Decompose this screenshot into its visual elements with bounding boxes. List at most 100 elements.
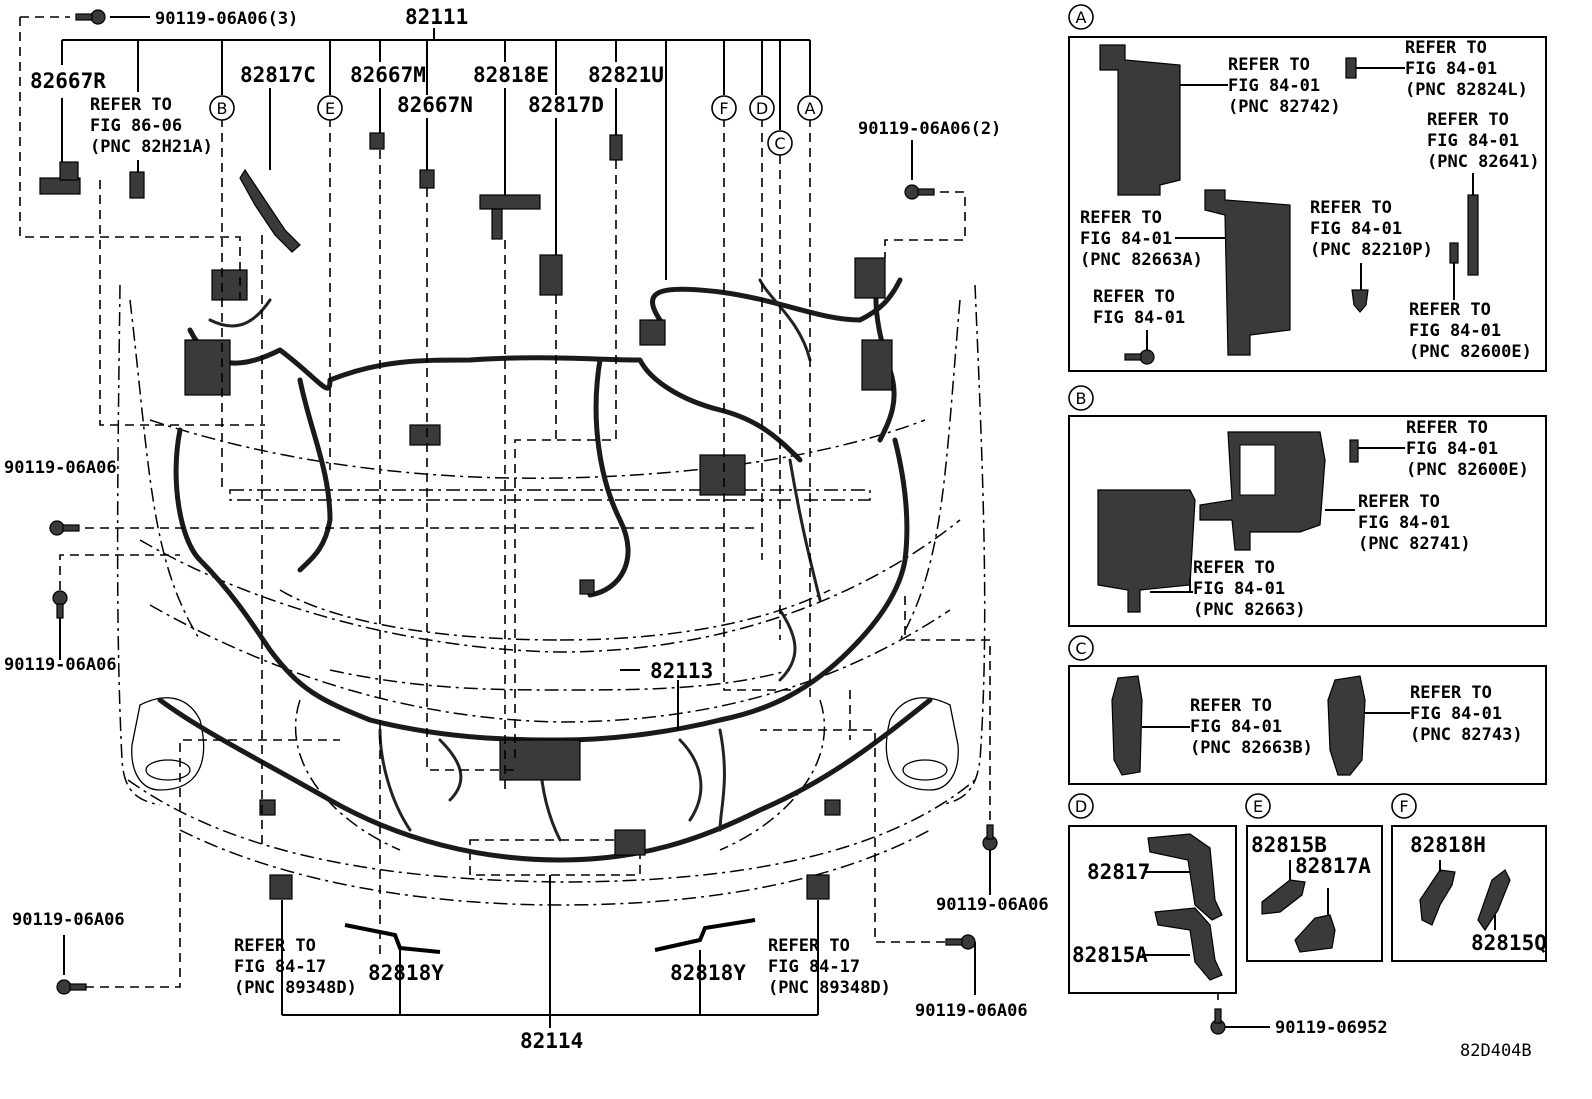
front-junction [499,739,581,781]
a-ref7-l3: (PNC 82600E) [1409,342,1532,362]
c-ref2-l1: REFER TO [1410,683,1492,703]
a-ref3-l2: FIG 84-01 [1427,131,1519,151]
clip-right [824,799,841,816]
label-bolt-left-1: 90119-06A06 [4,458,117,478]
panel-c-letter: C [1075,639,1086,658]
label-82667R: 82667R [30,69,106,93]
label-82817: 82817 [1087,860,1150,884]
ref-86-06-line3: (PNC 82H21A) [90,137,213,157]
connector-right-top [854,257,886,299]
bolt-icon [56,979,87,995]
a-ref5-l2: FIG 84-01 [1310,219,1402,239]
panel-e-letter: E [1253,797,1263,816]
part-82641-icon [1467,194,1479,276]
panel-e-frame [1246,825,1383,962]
label-82818Y-right: 82818Y [670,961,746,985]
a-ref2-l1: REFER TO [1405,38,1487,58]
label-82818H: 82818H [1410,833,1486,857]
part-82667M-shape [369,132,385,150]
a-ref2-l2: FIG 84-01 [1405,59,1497,79]
c-ref2-l2: FIG 84-01 [1410,704,1502,724]
relay-block-left [184,339,231,396]
a-ref7-l1: REFER TO [1409,300,1491,320]
fuse-box-82663A [1204,189,1291,356]
part-82600E-b-icon [1349,439,1359,463]
a-ref6-l1: REFER TO [1093,287,1175,307]
ref-84-17-left-line2: FIG 84-17 [234,957,326,977]
label-bottom-bolt: 90119-06952 [1275,1018,1388,1038]
clip-center [579,579,595,595]
b-ref1-l2: FIG 84-01 [1406,439,1498,459]
bolt-icon [1210,1008,1226,1035]
ref-84-17-right-line1: REFER TO [768,936,850,956]
label-82815Q: 82815Q [1471,931,1547,955]
label-bolt-right-top: 90119-06A06(2) [858,119,1001,139]
bolts [49,9,1226,1035]
ref-86-06-line1: REFER TO [90,95,172,115]
svg-text:E: E [325,99,335,118]
detail-panel-f: F 82818H 82815Q [1391,793,1547,962]
svg-text:B: B [217,99,228,118]
panel-f-frame [1391,825,1547,962]
callout-markers: B E F D A C [209,95,823,156]
svg-text:D: D [756,99,768,118]
bracket-82817A [1294,914,1336,953]
detail-panel-a: A REFER TO FIG 84-01 (PNC 82742) REFER T… [1068,4,1547,372]
label-bolt-top: 90119-06A06(3) [155,9,298,29]
panel-b-letter: B [1076,389,1087,408]
a-ref6-l2: FIG 84-01 [1093,308,1185,328]
bolt-icon [52,590,68,619]
a-ref1-l1: REFER TO [1228,55,1310,75]
b-ref2-l1: REFER TO [1358,492,1440,512]
a-ref7-l2: FIG 84-01 [1409,321,1501,341]
part-82667R-connector [59,161,79,181]
connector-cluster [211,269,248,301]
fuse-box-82663 [1097,489,1196,613]
detail-panel-b: B REFER TO FIG 84-01 (PNC 82600E) REFER … [1068,385,1547,627]
detail-panel-c: C REFER TO FIG 84-01 (PNC 82663B) REFER … [1068,635,1547,785]
bracket-82815A [1154,907,1223,981]
label-82113: 82113 [650,659,713,683]
fuse-box-82742 [1099,44,1181,196]
a-ref3-l3: (PNC 82641) [1427,152,1540,172]
clip-left [259,799,276,816]
part-82H21A-shape [129,171,145,199]
callout-d: D [749,95,775,121]
panel-d-letter: D [1075,797,1087,816]
label-82817C: 82817C [240,63,316,87]
bolt-icon [982,824,998,851]
relay-82743 [1327,675,1366,776]
part-82818Y-left-shape [344,923,441,954]
bracket-82818H [1419,869,1456,926]
bolt-icon [945,934,976,950]
callout-f: F [711,95,737,121]
a-ref1-l3: (PNC 82742) [1228,97,1341,117]
a-ref2-l3: (PNC 82824L) [1405,80,1528,100]
a-ref5-l1: REFER TO [1310,198,1392,218]
connector-right-mid [861,339,893,391]
bracket-82817 [1147,833,1223,921]
bolt-icon [75,9,106,25]
label-82667M: 82667M [350,63,426,87]
label-82111: 82111 [405,5,468,29]
diagram-id: 82D404B [1460,1041,1532,1061]
label-82817D: 82817D [528,93,604,117]
panel-c-frame [1068,665,1547,785]
label-82818Y-left: 82818Y [368,961,444,985]
label-82817A: 82817A [1295,854,1371,878]
c-ref2-l3: (PNC 82743) [1410,725,1523,745]
panel-f-letter: F [1399,797,1408,816]
b-ref3-l3: (PNC 82663) [1193,600,1306,620]
b-ref3-l1: REFER TO [1193,558,1275,578]
bracket-82815Q [1477,869,1511,932]
label-82114: 82114 [520,1029,583,1053]
ref-84-17-left-line3: (PNC 89348D) [234,978,357,998]
part-82600E-icon [1449,242,1459,264]
ref-84-17-right-line2: FIG 84-17 [768,957,860,977]
part-82817C-shape [239,168,301,253]
svg-text:A: A [805,99,816,118]
part-82817D-shape [539,254,563,296]
a-ref1-l2: FIG 84-01 [1228,76,1320,96]
ref-86-06-line2: FIG 86-06 [90,116,182,136]
